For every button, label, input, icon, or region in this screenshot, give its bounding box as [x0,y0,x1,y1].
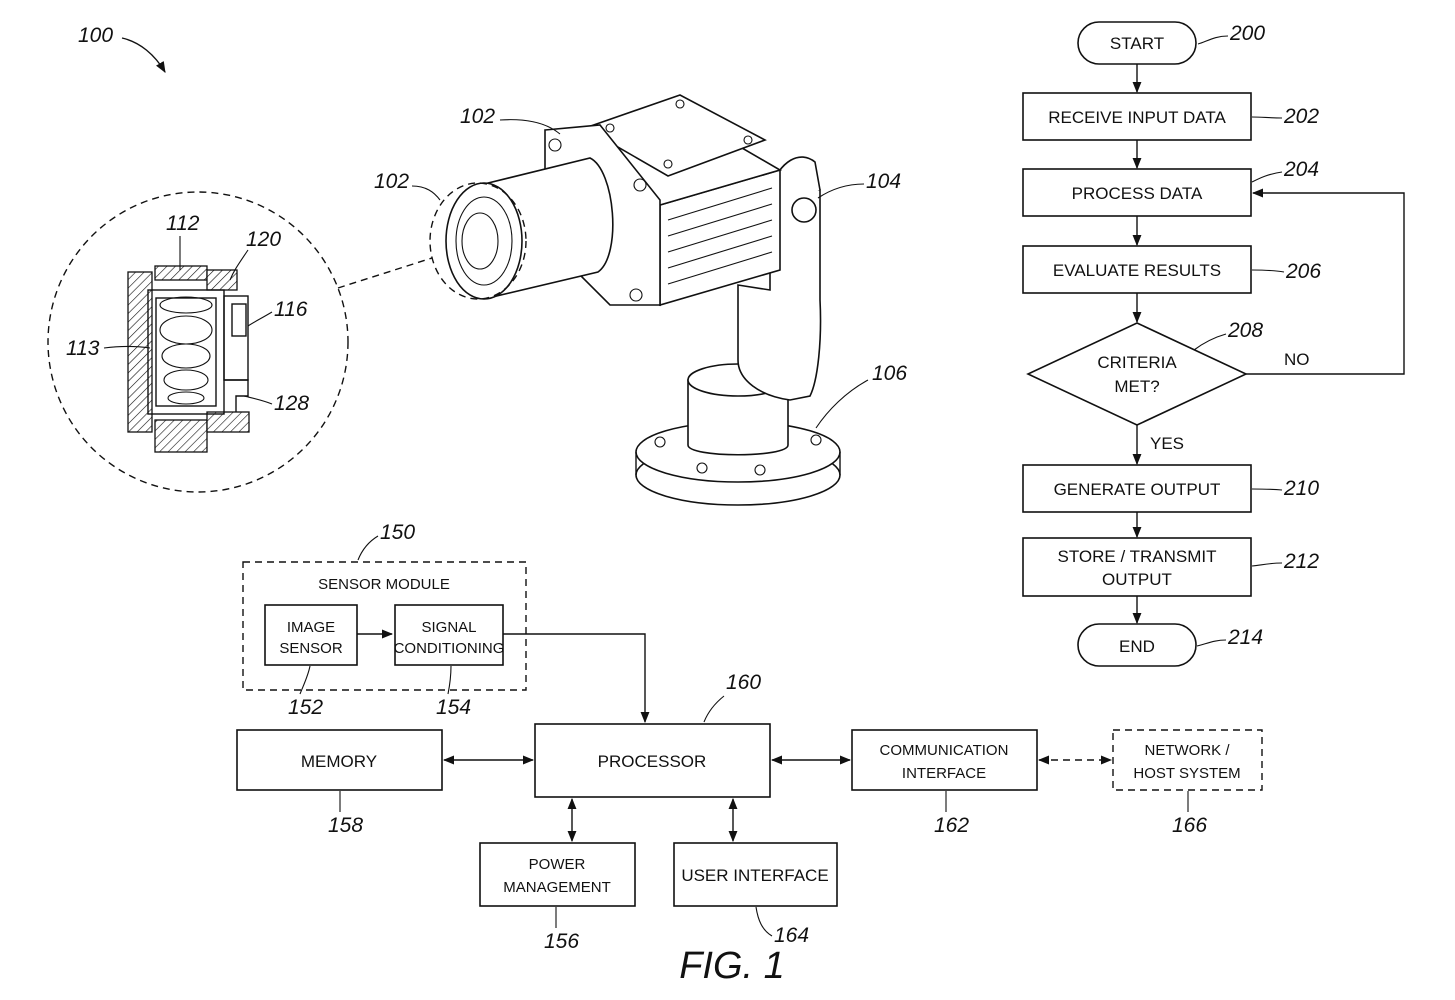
processor-box [534,723,771,798]
ref-158: 158 [328,814,363,837]
flow-decision-line1: CRITERIA [1097,353,1177,372]
flow-step-receive-label: RECEIVE INPUT DATA [1048,108,1226,127]
detail-leader-line [337,257,433,289]
flow-step-store [1022,537,1252,597]
user-interface-box [673,842,838,907]
ref-152: 152 [288,696,323,719]
ref-156: 156 [544,930,579,953]
figure-label: FIG. 1 [679,945,785,987]
ref-106: 106 [872,362,907,385]
flow-step-process-label: PROCESS DATA [1072,184,1203,203]
processor-label: PROCESSOR [598,752,707,771]
image-sensor-line1: IMAGE [287,619,335,636]
user-interface-label: USER INTERFACE [681,866,828,885]
ref-164: 164 [774,924,809,947]
ref-100: 100 [78,24,113,47]
detail-circle [47,191,349,493]
communication-interface-line2: INTERFACE [902,765,986,782]
ref-204: 204 [1283,158,1319,181]
flow-yes-label: YES [1150,434,1184,453]
flow-step-generate-label: GENERATE OUTPUT [1054,480,1221,499]
ref-116: 116 [274,298,308,321]
ref-154: 154 [436,696,471,719]
ref-150: 150 [380,521,415,544]
memory-label: MEMORY [301,752,377,771]
flow-no-loop [1246,188,1405,375]
lens-cross-section-detail [47,191,433,493]
memory-box [236,729,443,791]
communication-interface-line1: COMMUNICATION [880,742,1009,759]
network-host-line2: HOST SYSTEM [1133,765,1240,782]
camera-assembly [429,94,841,506]
network-host-box [1112,729,1263,791]
block-diagram: SENSOR MODULE 150 IMAGE SENSOR 152 SIGNA… [236,521,1263,953]
ref-162: 162 [934,814,969,837]
flowchart: START 200 RECEIVE INPUT DATA 202 PROCESS… [1022,21,1405,667]
ref-113: 113 [66,337,100,360]
sensor-module-box [242,561,527,691]
ref-166: 166 [1172,814,1207,837]
ref-212: 212 [1283,550,1319,573]
power-management-line2: MANAGEMENT [503,879,611,896]
image-sensor-line2: SENSOR [279,640,343,657]
flow-end [1077,623,1197,667]
flow-start-label: START [1110,34,1164,53]
flow-step-evaluate-label: EVALUATE RESULTS [1053,261,1221,280]
ref-120: 120 [246,228,281,251]
flow-end-label: END [1119,637,1155,656]
ref-214: 214 [1227,626,1263,649]
sensor-module-title: SENSOR MODULE [318,576,450,593]
ref-208: 208 [1227,319,1263,342]
ref-128: 128 [274,392,309,415]
ref-102-top: 102 [460,105,495,128]
ref-100-arrow [121,37,166,73]
ref-202: 202 [1283,105,1319,128]
flow-step-store-line1: STORE / TRANSMIT [1057,547,1216,566]
ref-112: 112 [166,212,200,235]
flow-step-receive [1022,92,1252,141]
power-management-box [479,842,636,907]
flow-no-label: NO [1284,350,1310,369]
flow-step-process [1022,168,1252,217]
ref-104: 104 [866,170,901,193]
flow-decision-line2: MET? [1114,377,1159,396]
ref-200: 200 [1229,22,1265,45]
signal-conditioning-line1: SIGNAL [421,619,476,636]
ref-210: 210 [1283,477,1319,500]
image-sensor-box [264,604,358,666]
signal-conditioning-box [394,604,504,666]
signal-conditioning-line2: CONDITIONING [394,640,505,657]
communication-interface-box [851,729,1038,791]
ref-160: 160 [726,671,761,694]
ref-206: 206 [1285,260,1321,283]
ref-102-lens: 102 [374,170,409,193]
flow-step-generate [1022,464,1252,513]
flow-step-store-line2: OUTPUT [1102,570,1172,589]
power-management-line1: POWER [529,856,586,873]
network-host-line1: NETWORK / [1145,742,1231,759]
